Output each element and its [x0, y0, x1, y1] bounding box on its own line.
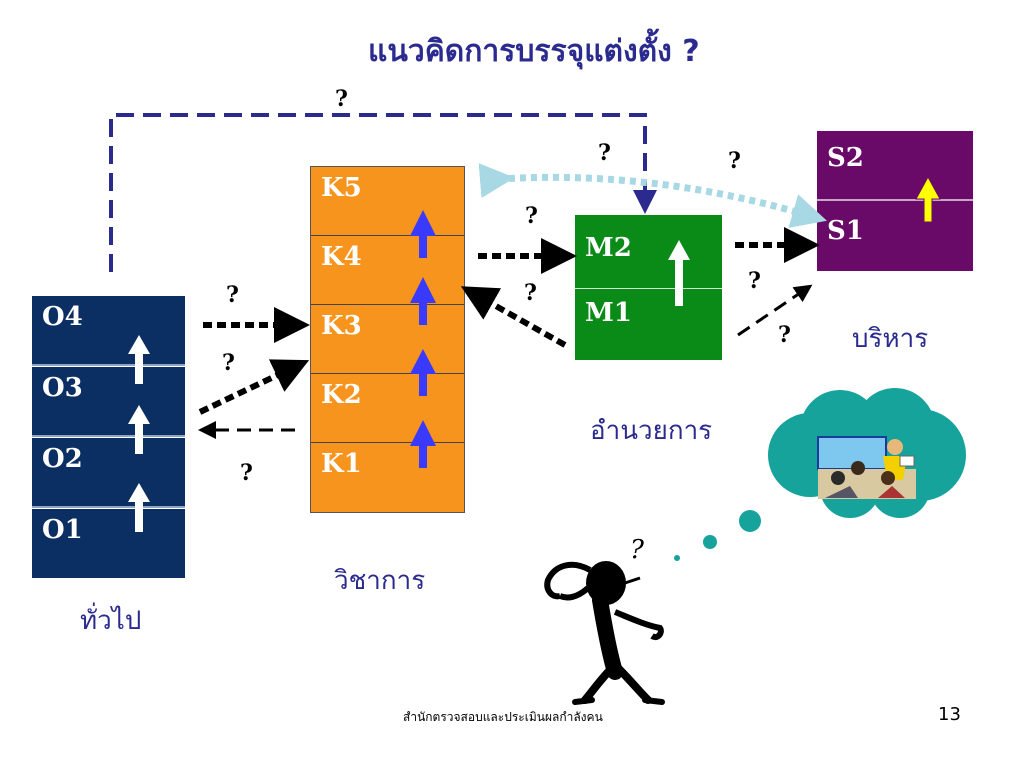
academic-label: วิชาการ — [334, 566, 426, 596]
academic-level-k5: K5 — [311, 167, 464, 236]
question-mark: ? — [728, 148, 741, 174]
executive-level-s1: S1 — [827, 216, 864, 246]
director-level-m1: M1 — [585, 298, 632, 328]
question-mark: ? — [240, 460, 253, 486]
arrow-o-to-k3-diagonal — [198, 359, 310, 415]
question-mark: ? — [525, 203, 538, 229]
question-mark: ? — [335, 86, 348, 112]
executive-level-s2: S2 — [817, 131, 973, 201]
blue-up-arrow-icon — [410, 277, 436, 325]
question-mark: ? — [778, 322, 791, 348]
blue-up-arrow-icon — [410, 210, 436, 258]
academic-stack: K5 K4 K3 K2 K1 — [310, 166, 465, 513]
arrow-m-to-k — [460, 286, 567, 348]
navy-dashed-connector — [109, 113, 657, 272]
blue-up-arrow-icon — [410, 349, 436, 396]
question-mark: ? — [226, 282, 239, 308]
director-label: อำนวยการ — [590, 416, 713, 446]
executive-stack: S2 S1 — [817, 131, 973, 271]
question-mark: ? — [598, 140, 611, 166]
meeting-picture — [817, 436, 916, 499]
academic-level-k2: K2 — [311, 374, 464, 443]
white-up-arrow-icon — [128, 483, 150, 532]
general-label: ทั่วไป — [80, 606, 142, 636]
question-mark: ? — [222, 350, 235, 376]
executive-label: บริหาร — [852, 324, 929, 354]
general-level-o4: O4 — [32, 296, 185, 366]
academic-level-k4: K4 — [311, 236, 464, 305]
promotion-arrow-icons — [128, 175, 941, 532]
general-level-o3: O3 — [32, 367, 185, 437]
academic-level-k1: K1 — [321, 449, 362, 479]
general-stack: O4 O3 O2 O1 — [32, 296, 185, 578]
yellow-up-arrow-icon — [915, 175, 941, 223]
white-up-arrow-icon — [668, 240, 690, 306]
academic-level-k3: K3 — [311, 305, 464, 374]
thought-question-mark: ? — [630, 535, 644, 565]
page-number: 13 — [938, 704, 961, 725]
page-title: แนวคิดการบรรจุแต่งตั้ง ? — [368, 34, 700, 69]
question-mark: ? — [748, 268, 761, 294]
director-level-m2: M2 — [575, 215, 722, 289]
director-stack: M2 M1 — [575, 215, 722, 360]
blue-up-arrow-icon — [410, 420, 436, 468]
white-up-arrow-icon — [128, 335, 150, 384]
thinking-figure-icon — [544, 561, 665, 705]
arrow-m-to-s-diagonal — [737, 284, 813, 337]
general-level-o1: O1 — [32, 509, 185, 578]
question-mark: ? — [524, 280, 537, 306]
white-up-arrow-icon — [128, 405, 150, 454]
general-level-o2: O2 — [32, 438, 185, 508]
footer-text: สำนักตรวจสอบและประเมินผลกำลังคน — [403, 710, 603, 724]
light-blue-double-arrow — [478, 163, 827, 228]
